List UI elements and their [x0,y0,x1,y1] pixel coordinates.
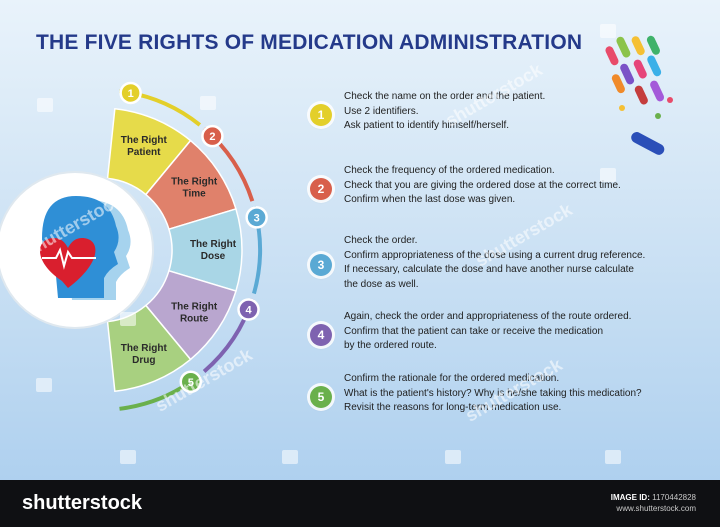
heartbeat-line-icon [42,247,96,270]
step-line: Check the name on the order and the pati… [344,91,546,102]
wheel-number: 3 [254,212,260,224]
step-text: Check the name on the order and the pati… [344,90,545,134]
step-line: What is the patient's history? Why is he… [344,387,642,399]
footer-bar: shutterstock IMAGE ID: 1170442828 www.sh… [0,480,720,527]
step-number-badge: 1 [310,104,332,126]
camera-icon [605,450,621,464]
wheel-number-badge [245,206,268,229]
wheel-number-badge [201,124,224,148]
step-line: Check that you are giving the ordered do… [344,179,621,191]
pills-illustration [605,35,673,155]
step-number-badge: 5 [310,386,332,408]
wheel-number: 2 [209,131,215,143]
camera-icon [36,378,52,392]
camera-icon [445,450,461,464]
page-title: THE FIVE RIGHTS OF MEDICATION ADMINISTRA… [36,31,583,54]
step-line: Again, check the order and appropriatene… [344,311,632,322]
step-line: Confirm when the last dose was given. [344,194,516,205]
wheel-segment [144,269,237,361]
wheel-number: 1 [128,88,134,100]
step-line: Use 2 identifiers. [344,105,419,117]
camera-icon [282,450,298,464]
wheel-segment [106,107,192,196]
site-url: www.shutterstock.com [616,504,696,513]
step-text: Again, check the order and appropriatene… [344,310,631,354]
camera-icon [200,96,216,110]
image-id-label: IMAGE ID: [610,493,650,502]
step-number-badge: 3 [310,254,332,276]
wheel-segment [167,208,243,292]
step-line: Confirm the rationale for the ordered me… [344,373,560,384]
image-id-block: IMAGE ID: 1170442828 www.shutterstock.co… [611,492,696,514]
step-line: Revisit the reasons for long-term medica… [344,402,562,413]
wheel-number: 5 [188,377,194,389]
step-line: If necessary, calculate the dose and hav… [344,264,634,275]
step-line: Check the order. [344,235,418,246]
step-line: Confirm appropriateness of the dose usin… [344,249,646,261]
brand-logo: shutterstock [22,492,143,514]
step-line: Confirm that the patient can take or rec… [344,325,604,337]
heart-icon [39,238,96,288]
step-line: by the ordered route. [344,340,437,351]
step-text: Confirm the rationale for the ordered me… [344,372,642,416]
wheel-number-badge [119,81,142,105]
wheel-number: 4 [245,305,252,317]
camera-icon [37,98,53,112]
wheel-number-badge [179,370,203,394]
camera-icon [120,312,136,326]
camera-icon [600,168,616,182]
step-line: Check the frequency of the ordered medic… [344,165,555,176]
step-number-badge: 2 [310,178,332,200]
camera-icon [600,24,616,38]
camera-icon [120,450,136,464]
image-id: 1170442828 [652,493,696,502]
step-text: Check the frequency of the ordered medic… [344,164,621,208]
step-text: Check the order. Confirm appropriateness … [344,234,645,292]
step-line: Ask patient to identify himself/herself. [344,120,510,131]
step-line: the dose as well. [344,278,419,290]
wheel-segment [144,139,237,231]
step-number-badge: 4 [310,324,332,346]
wheel-number-badge [237,298,260,321]
